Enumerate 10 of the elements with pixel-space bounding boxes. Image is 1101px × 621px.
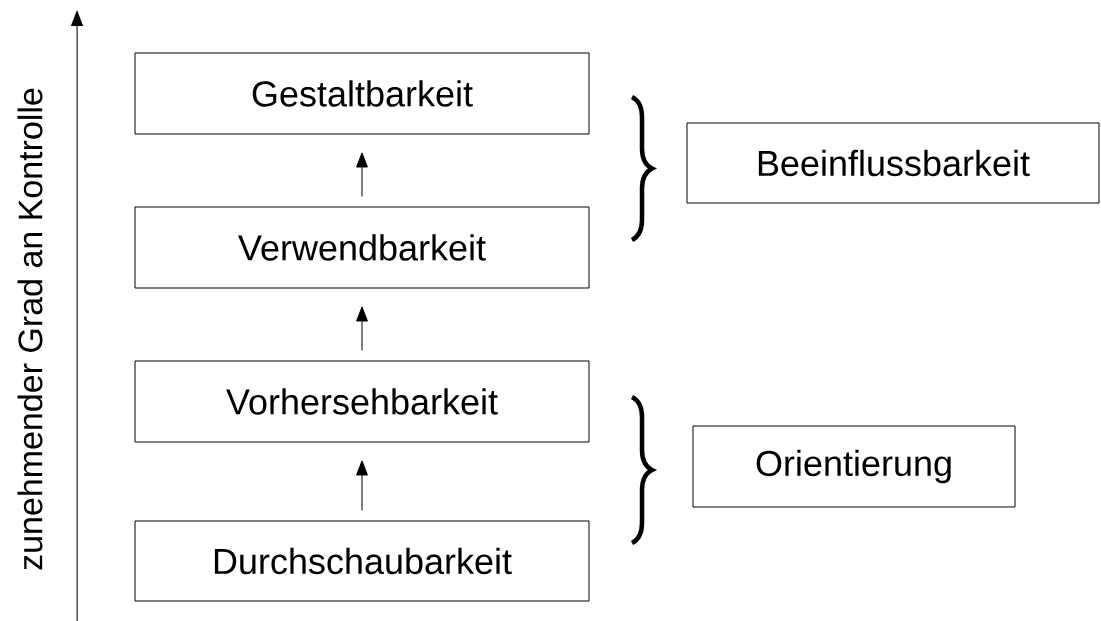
text-box: Verwendbarkeit	[134, 206, 590, 289]
arrow	[356, 306, 368, 351]
text-box: Vorhersehbarkeit	[134, 360, 590, 443]
arrow	[356, 460, 368, 511]
text-box: Beeinflussbarkeit	[686, 122, 1100, 204]
text-box: Orientierung	[692, 425, 1016, 508]
text-box: Gestaltbarkeit	[134, 52, 590, 135]
text-box: Durchschaubarkeit	[134, 520, 590, 602]
axis-label: zunehmender Grad an Kontrolle	[17, 88, 43, 570]
arrow	[356, 152, 368, 197]
